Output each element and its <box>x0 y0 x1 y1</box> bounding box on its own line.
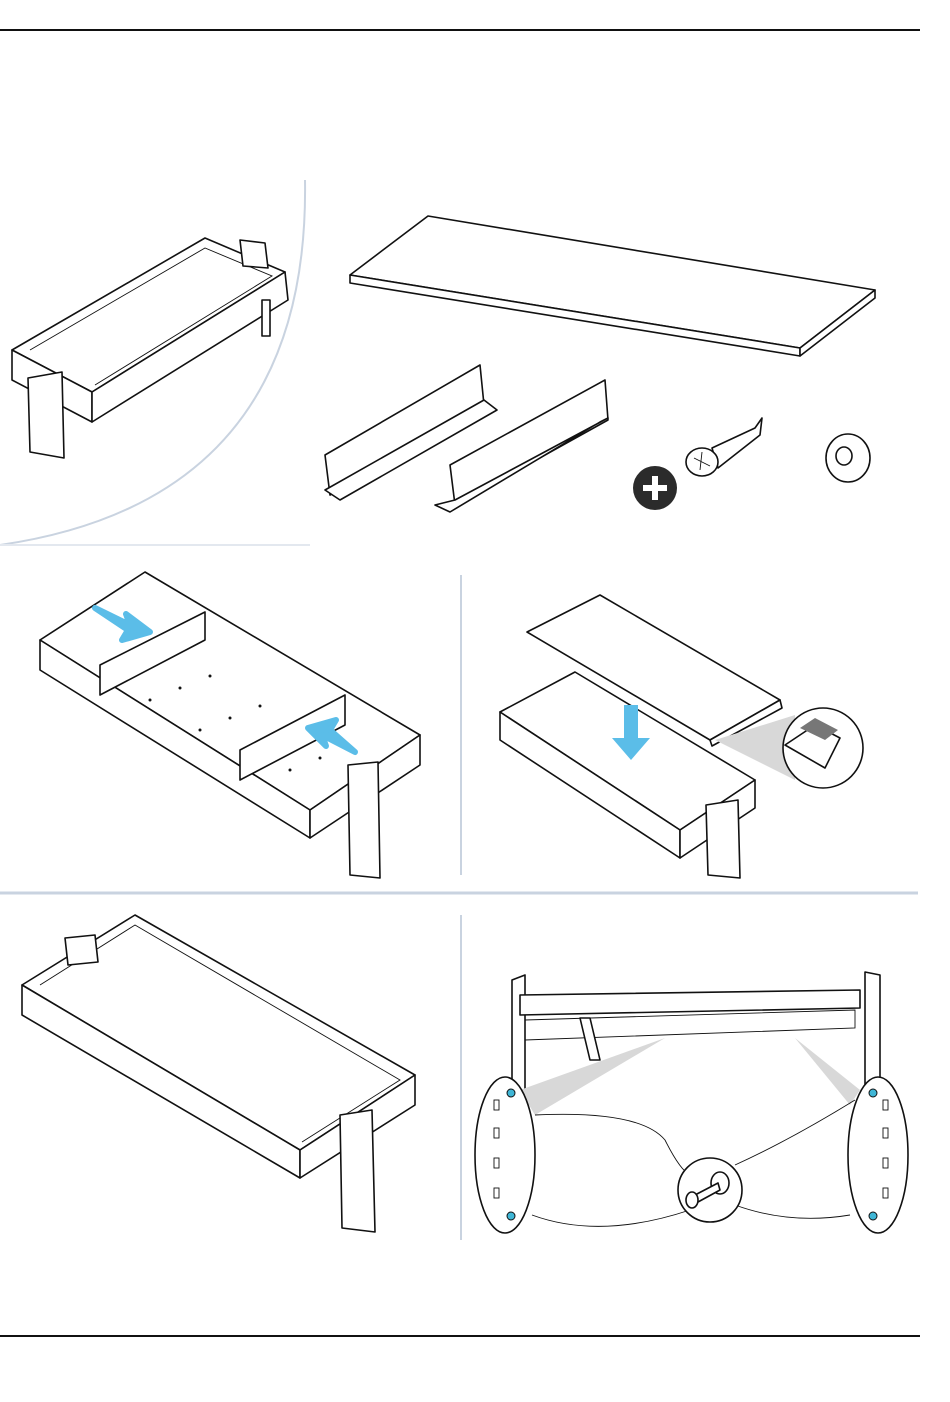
callout-left-icon <box>474 1038 665 1234</box>
frame-illustration <box>11 237 289 459</box>
footer-rule <box>0 1335 920 1337</box>
finished-shelf-illustration <box>21 914 416 1233</box>
plus-icon <box>633 466 677 510</box>
washer-icon <box>825 433 871 483</box>
parts-panel-divider <box>0 179 307 546</box>
callout-right-icon <box>795 1038 909 1234</box>
arrow-icon <box>305 717 358 755</box>
divider-bracket-illustration-2 <box>434 379 609 513</box>
frame-with-dividers-illustration <box>39 571 421 879</box>
screw-fixing-illustration <box>511 971 881 1096</box>
screw-detail-icon <box>677 1157 743 1223</box>
divider-bracket-illustration-1 <box>324 364 498 501</box>
arrow-icon <box>92 605 153 643</box>
arrow-down-icon <box>612 705 650 760</box>
header-rule <box>0 29 920 31</box>
connector-lines <box>531 1099 856 1227</box>
screw-icon <box>685 417 763 477</box>
magnifier-callout-icon <box>715 707 864 789</box>
shelf-board-illustration <box>349 215 876 357</box>
